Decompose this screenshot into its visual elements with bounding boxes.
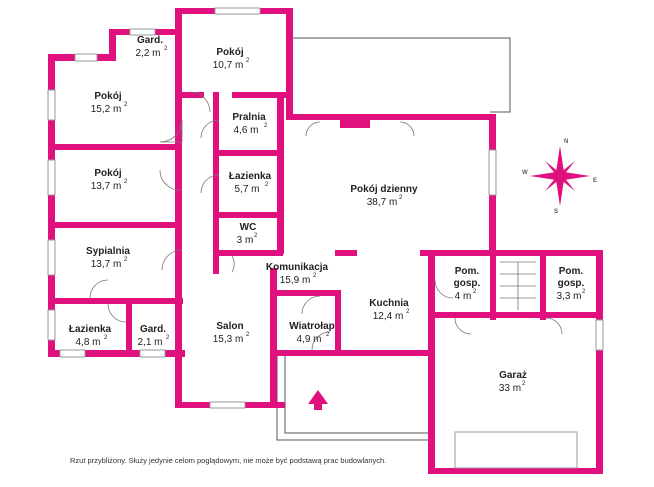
compass-w: W (522, 170, 528, 176)
svg-text:Gard.: Gard. (140, 324, 166, 335)
svg-text:WC: WC (240, 222, 257, 233)
room-labels: Gard. 2,2 m 2 Pokój 10,7 m 2 Pokój 15,2 … (69, 35, 586, 394)
svg-text:Łazienka: Łazienka (69, 324, 112, 335)
room-pokoj2: Pokój 15,2 m 2 (91, 91, 128, 115)
doors (89, 91, 563, 410)
svg-text:2: 2 (124, 102, 128, 108)
svg-text:2: 2 (326, 332, 330, 338)
svg-text:Garaż: Garaż (499, 370, 527, 381)
svg-text:4,6 m: 4,6 m (233, 125, 258, 136)
svg-text:Kuchnia: Kuchnia (369, 298, 409, 309)
room-pokoj1: Pokój 10,7 m 2 (213, 47, 250, 71)
svg-text:Sypialnia: Sypialnia (86, 246, 130, 257)
svg-text:15,9 m: 15,9 m (280, 275, 311, 286)
svg-text:4,9 m: 4,9 m (296, 334, 321, 345)
room-garaz: Garaż 33 m 2 (499, 370, 527, 394)
svg-text:2: 2 (166, 335, 170, 341)
svg-text:2: 2 (265, 182, 269, 188)
svg-text:2: 2 (473, 289, 477, 295)
svg-text:Komunikacja: Komunikacja (266, 262, 329, 273)
svg-text:15,2 m: 15,2 m (91, 104, 122, 115)
svg-text:2: 2 (264, 123, 268, 129)
svg-text:2: 2 (124, 257, 128, 263)
room-pomgosp1: Pom. gosp. 4 m 2 (454, 266, 481, 302)
room-sypialnia: Sypialnia 13,7 m 2 (86, 246, 130, 270)
room-pralnia: Pralnia 4,6 m 2 (232, 112, 268, 136)
svg-text:2,1 m: 2,1 m (137, 337, 162, 348)
svg-text:Gard.: Gard. (137, 35, 163, 46)
room-wiatrolap: Wiatrołap 4,9 m 2 (289, 321, 334, 345)
svg-text:3 m: 3 m (237, 235, 254, 246)
svg-text:Pralnia: Pralnia (232, 112, 266, 123)
svg-text:4 m: 4 m (455, 291, 472, 302)
svg-text:2: 2 (164, 46, 168, 52)
svg-text:2: 2 (254, 233, 258, 239)
svg-text:Pom.: Pom. (559, 266, 584, 277)
svg-text:2: 2 (104, 335, 108, 341)
svg-text:2: 2 (399, 195, 403, 201)
room-dzienny: Pokój dzienny 38,7 m 2 (350, 184, 418, 208)
svg-text:38,7 m: 38,7 m (367, 197, 398, 208)
compass-e: E (593, 178, 597, 184)
svg-text:Salon: Salon (216, 321, 243, 332)
svg-text:33 m: 33 m (499, 383, 521, 394)
svg-text:gosp.: gosp. (558, 278, 585, 289)
svg-text:Łazienka: Łazienka (229, 171, 272, 182)
svg-text:5,7 m: 5,7 m (234, 184, 259, 195)
svg-text:2: 2 (313, 273, 317, 279)
room-gard2: Gard. 2,1 m 2 (137, 324, 170, 348)
svg-text:2: 2 (246, 58, 250, 64)
svg-text:15,3 m: 15,3 m (213, 334, 244, 345)
windows (47, 7, 604, 469)
room-lazienka1: Łazienka 5,7 m 2 (229, 171, 272, 195)
room-pokoj3: Pokój 13,7 m 2 (91, 168, 128, 192)
svg-text:2: 2 (582, 289, 586, 295)
compass-n: N (564, 139, 568, 145)
svg-text:Pokój: Pokój (216, 47, 243, 58)
compass-s: S (554, 209, 558, 215)
compass-rose: N E S W (522, 139, 597, 215)
room-wc: WC 3 m 2 (237, 222, 258, 246)
svg-text:Wiatrołap: Wiatrołap (289, 321, 334, 332)
svg-text:Pom.: Pom. (455, 266, 480, 277)
room-lazienka2: Łazienka 4,8 m 2 (69, 324, 112, 348)
svg-text:2: 2 (406, 309, 410, 315)
thin-outlines (276, 37, 511, 441)
svg-text:2: 2 (246, 332, 250, 338)
svg-text:13,7 m: 13,7 m (91, 181, 122, 192)
svg-text:2: 2 (522, 381, 526, 387)
svg-text:Pokój dzienny: Pokój dzienny (350, 184, 418, 195)
svg-text:4,8 m: 4,8 m (75, 337, 100, 348)
svg-text:gosp.: gosp. (454, 278, 481, 289)
svg-text:Pokój: Pokój (94, 91, 121, 102)
disclaimer-note: Rzut przybliżony. Służy jedynie celom po… (70, 456, 387, 465)
svg-text:13,7 m: 13,7 m (91, 259, 122, 270)
svg-text:10,7 m: 10,7 m (213, 60, 244, 71)
walls (48, 8, 603, 474)
room-salon: Salon 15,3 m 2 (213, 321, 250, 345)
room-gard1: Gard. 2,2 m 2 (135, 35, 168, 59)
svg-text:3,3 m: 3,3 m (556, 291, 581, 302)
svg-text:2,2 m: 2,2 m (135, 48, 160, 59)
svg-text:2: 2 (124, 179, 128, 185)
svg-text:Pokój: Pokój (94, 168, 121, 179)
room-pomgosp2: Pom. gosp. 3,3 m 2 (556, 266, 586, 302)
room-komunikacja: Komunikacja 15,9 m 2 (266, 262, 329, 286)
room-kuchnia: Kuchnia 12,4 m 2 (369, 298, 410, 322)
svg-text:12,4 m: 12,4 m (373, 311, 404, 322)
